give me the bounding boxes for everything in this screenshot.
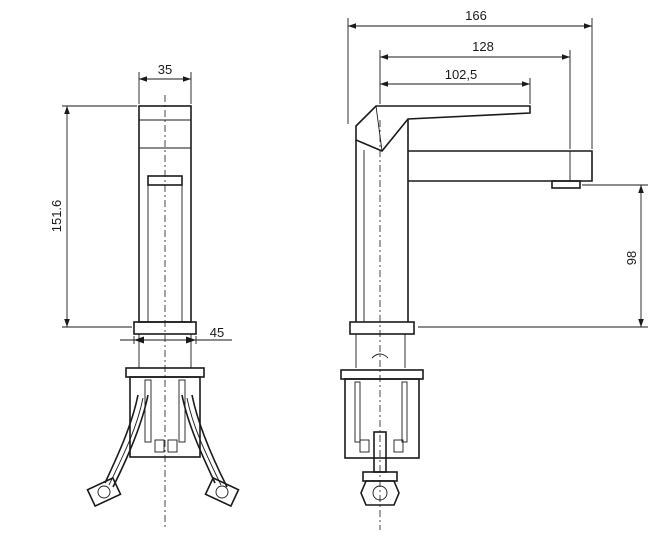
front-height-label: 151.6 <box>49 200 64 233</box>
side-overall-length-dimension <box>347 18 593 149</box>
side-spout-height-dimension <box>418 184 648 328</box>
front-top-width-dimension <box>138 72 192 104</box>
side-faucet-body <box>355 119 409 322</box>
side-mounting-bracket <box>340 369 424 459</box>
front-base-width-dimension <box>120 336 232 344</box>
side-base-flange <box>349 321 415 368</box>
front-height-dimension <box>62 105 137 328</box>
side-spout-length-dimension <box>379 50 571 149</box>
front-mounting-bracket <box>125 367 205 458</box>
front-top-width-label: 35 <box>158 62 172 77</box>
front-faucet-body <box>138 105 192 323</box>
side-spout <box>408 150 593 189</box>
front-left-hose <box>86 394 149 508</box>
side-lever-handle <box>355 105 531 152</box>
side-spout-height-label: 98 <box>624 251 639 265</box>
side-view: 166 128 102,5 98 <box>340 8 648 530</box>
front-base-width-label: 45 <box>210 325 224 340</box>
side-spout-length-label: 128 <box>472 39 494 54</box>
side-lever-length-label: 102,5 <box>445 67 478 82</box>
side-hose-connector <box>360 431 400 506</box>
front-right-hose <box>181 394 240 508</box>
front-view: 35 151.6 45 <box>49 62 240 530</box>
side-lever-length-dimension <box>380 78 531 104</box>
side-overall-length-label: 166 <box>465 8 487 23</box>
